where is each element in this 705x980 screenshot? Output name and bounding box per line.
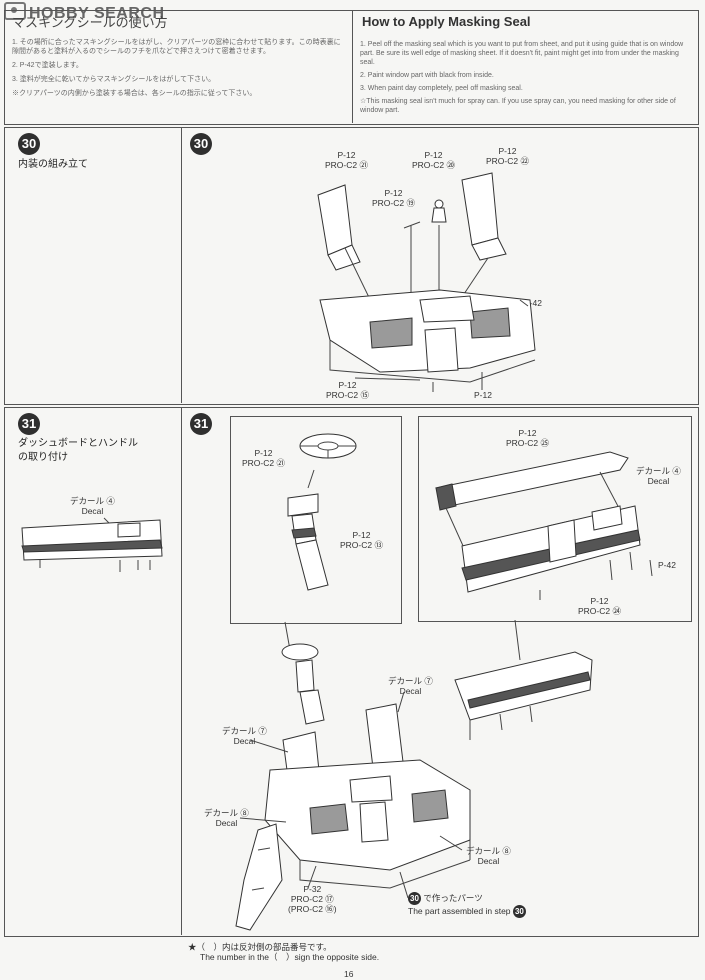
page-number: 16 <box>344 969 354 979</box>
dash-decal-label: デカール ④ Decal <box>636 466 681 486</box>
s30-knob-label: P-12 PRO-C2 ⑳ <box>412 150 455 170</box>
s30-seat-left-label: P-12 PRO-C2 ㉑ <box>325 150 368 170</box>
step30-panel <box>4 127 699 405</box>
step31-badge: 31 <box>18 413 40 435</box>
s30-floor-label: P-42 <box>524 298 542 308</box>
decal-jp: デカール ④ <box>636 466 681 476</box>
step30-divider <box>181 127 182 403</box>
jp-note-4: ※クリアパーツの内側から塗装する場合は、各シールの指示に従って下さい。 <box>12 90 257 97</box>
dash-top-label: P-12 PRO-C2 ㉕ <box>506 428 549 448</box>
paint-code: P-12 <box>337 150 356 160</box>
floor-label: P-32 PRO-C2 ⑰ (PRO-C2 ⑯) <box>288 884 337 914</box>
decal8b-label: デカール ⑧ Decal <box>466 846 511 866</box>
part-code: PRO-C2 ㉕ <box>506 438 549 448</box>
dash-right-label: P-42 <box>658 560 676 570</box>
decal7a-label: デカール ⑦ Decal <box>388 676 433 696</box>
brand-logo: HOBBY SEARCH <box>4 2 165 23</box>
step31-jp-title: ダッシュボードとハンドル の取り付け <box>18 437 138 465</box>
jp-note-1: 1. その場所に合ったマスキングシールをはがし、クリアパーツの窓枠に合わせて貼り… <box>12 39 341 55</box>
part-code: PRO-C2 ⑳ <box>412 160 455 170</box>
step30-badge: 30 <box>18 133 40 155</box>
masking-divider <box>352 10 353 123</box>
footer-note-jp: ★（ ）内は反対側の部品番号です。 <box>188 942 332 952</box>
decal-en: Decal <box>215 818 238 828</box>
paint-code: P-12 <box>338 380 357 390</box>
step-ref-label: 30 で作ったパーツ The part assembled in step 30 <box>408 892 526 918</box>
decal-en: Decal <box>233 736 256 746</box>
paint-code: P-12 <box>424 150 443 160</box>
paint-code: P-32 <box>303 884 322 894</box>
part-code: PRO-C2 ⑬ <box>340 540 383 550</box>
masking-en-notes: 1. Peel off the masking seal which is yo… <box>360 40 690 115</box>
jp-note-3: 3. 塗料が完全に乾いてからマスキングシールをはがして下さい。 <box>12 76 216 83</box>
jp-title-line1: ダッシュボードとハンドル <box>18 438 138 449</box>
step31-badge-diagram: 31 <box>190 413 212 435</box>
step30-badge-diagram: 30 <box>190 133 212 155</box>
paint-code: P-12 <box>384 188 403 198</box>
s30-base-label: P-12 PRO-C2 ⑮ <box>326 380 369 400</box>
s30-lever-label: P-12 PRO-C2 ⑲ <box>372 188 415 208</box>
step-ref-badge: 30 <box>408 892 421 905</box>
decal-jp: デカール ⑦ <box>222 726 267 736</box>
part-code: PRO-C2 ㉔ <box>578 606 621 616</box>
decal-jp: デカール ④ <box>70 496 115 506</box>
side-decal-label: デカール ④ Decal <box>70 496 115 516</box>
en-note-3: 3. When paint day completely, peel off m… <box>360 85 523 92</box>
dashboard-inset <box>418 416 692 622</box>
step-ref-jp: 30 で作ったパーツ <box>408 892 526 905</box>
part-code: PRO-C2 ⑲ <box>372 198 415 208</box>
ref-jp-text: で作ったパーツ <box>423 892 483 903</box>
masking-jp-notes: 1. その場所に合ったマスキングシールをはがし、クリアパーツの窓枠に合わせて貼り… <box>12 38 342 98</box>
step31-divider <box>181 407 182 935</box>
decal-en: Decal <box>399 686 422 696</box>
paint-code: P-12 <box>254 448 273 458</box>
part-code-opposite: (PRO-C2 ⑯) <box>288 904 337 914</box>
column-label: P-12 PRO-C2 ⑬ <box>340 530 383 550</box>
decal-jp: デカール ⑧ <box>466 846 511 856</box>
part-code: PRO-C2 ⑮ <box>326 390 369 400</box>
decal-en: Decal <box>477 856 500 866</box>
dash-bottom-label: P-12 PRO-C2 ㉔ <box>578 596 621 616</box>
wheel-label: P-12 PRO-C2 ㉑ <box>242 448 285 468</box>
masking-jp-title: マスキングシールの使い方 <box>12 16 168 31</box>
decal-en: Decal <box>81 506 104 516</box>
decal8a-label: デカール ⑧ Decal <box>204 808 249 828</box>
s30-seat-right-label: P-12 PRO-C2 ㉒ <box>486 146 529 166</box>
decal-jp: デカール ⑧ <box>204 808 249 818</box>
masking-en-title: How to Apply Masking Seal <box>362 14 531 29</box>
jp-title-line2: の取り付け <box>18 452 68 463</box>
footer-note-en: The number in the（ ）sign the opposite si… <box>200 952 380 962</box>
part-code: PRO-C2 ㉒ <box>486 156 529 166</box>
step31-panel <box>4 407 699 937</box>
part-code: PRO-C2 ㉑ <box>325 160 368 170</box>
step-ref-en: The part assembled in step 30 <box>408 905 526 918</box>
paint-code: P-12 <box>352 530 371 540</box>
part-code: PRO-C2 ㉑ <box>242 458 285 468</box>
jp-note-2: 2. P-42で塗装します。 <box>12 62 83 69</box>
s30-bottom-label: P-12 <box>474 390 492 400</box>
step-ref-badge-en: 30 <box>512 905 526 918</box>
decal-en: Decal <box>647 476 670 486</box>
paint-code: P-12 <box>498 146 517 156</box>
part-code: PRO-C2 ⑰ <box>290 894 334 904</box>
en-note-1: 1. Peel off the masking seal which is yo… <box>360 41 684 66</box>
en-note-2: 2. Paint window part with black from ins… <box>360 72 494 79</box>
step30-jp-title: 内装の組み立て <box>18 159 88 170</box>
decal7b-label: デカール ⑦ Decal <box>222 726 267 746</box>
paint-code: P-12 <box>518 428 537 438</box>
footer-note: ★（ ）内は反対側の部品番号です。 The number in the（ ）si… <box>188 942 379 962</box>
en-note-4: ☆This masking seal isn't much for spray … <box>360 98 676 114</box>
decal-jp: デカール ⑦ <box>388 676 433 686</box>
ref-en-text: The part assembled in step <box>408 905 511 916</box>
masking-panel <box>4 10 699 125</box>
paint-code: P-12 <box>590 596 609 606</box>
